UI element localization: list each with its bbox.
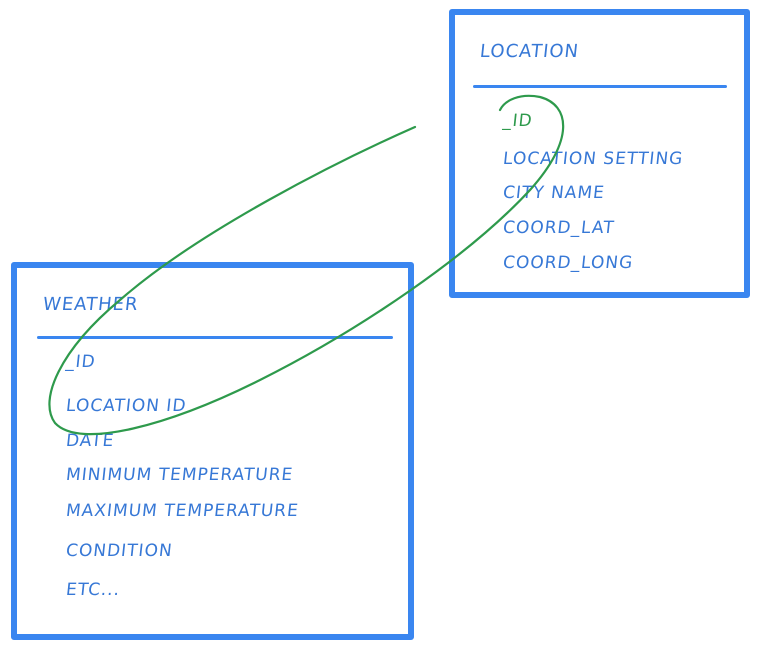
location-table: LOCATION _ID LOCATION SETTING CITY NAME …	[449, 9, 750, 298]
location-table-title: LOCATION	[478, 41, 581, 62]
location-field-city-name: CITY NAME	[501, 183, 606, 203]
location-field-location-setting: LOCATION SETTING	[501, 149, 685, 169]
weather-field-minimum-temperature: MINIMUM TEMPERATURE	[64, 465, 295, 485]
weather-title-divider	[37, 336, 393, 339]
weather-field-id: _ID	[64, 352, 97, 372]
location-title-divider	[473, 85, 727, 88]
weather-field-condition: CONDITION	[64, 541, 174, 561]
location-field-id: _ID	[501, 111, 534, 131]
weather-field-location-id: LOCATION ID	[64, 396, 188, 416]
weather-field-maximum-temperature: MAXIMUM TEMPERATURE	[64, 501, 300, 521]
location-field-coord-long: COORD_LONG	[501, 253, 635, 273]
location-field-coord-lat: COORD_LAT	[501, 218, 616, 238]
weather-table: WEATHER _ID LOCATION ID DATE MINIMUM TEM…	[11, 262, 414, 640]
weather-table-title: WEATHER	[41, 294, 140, 315]
weather-field-date: DATE	[64, 431, 116, 451]
weather-field-etc: ETC...	[64, 580, 122, 600]
